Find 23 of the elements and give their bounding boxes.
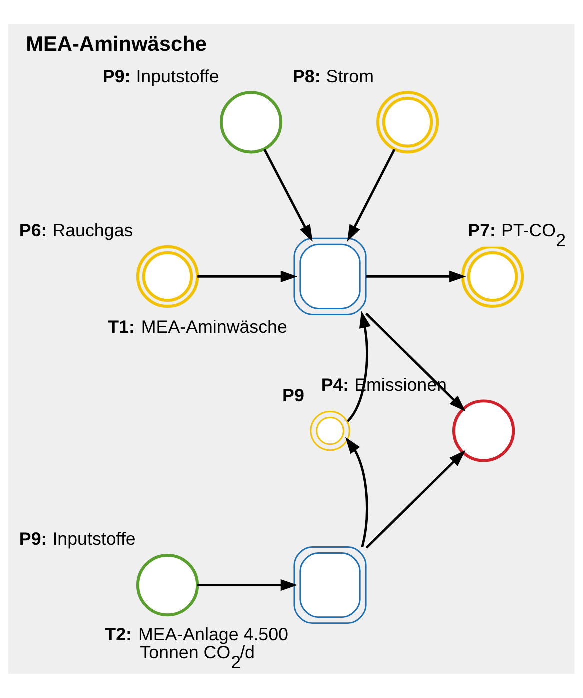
arrow [366,270,466,283]
node-label: P6: Rauchgas [19,220,134,241]
arrow [346,437,368,548]
node-label: P9: Inputstoffe [19,529,136,550]
node-label: P9 [282,385,304,406]
node-circle [376,91,440,154]
node-circle [136,554,200,617]
node-box [294,238,367,316]
node-circle [310,410,350,452]
node-label: P8: Strom [292,66,374,86]
arrow [346,311,371,422]
node-circle [136,245,200,308]
arrow [198,270,298,283]
diagram-title: MEA-Aminwäsche [26,33,207,56]
arrow [366,450,466,549]
node-label: T1: MEA-Aminwäsche [108,316,288,337]
arrow [198,579,298,592]
arrow [264,149,313,242]
node-circle [452,400,516,462]
node-label: P9: Inputstoffe [102,66,220,86]
arrow [347,149,396,242]
node-circle [220,91,283,154]
node-box [294,546,367,624]
